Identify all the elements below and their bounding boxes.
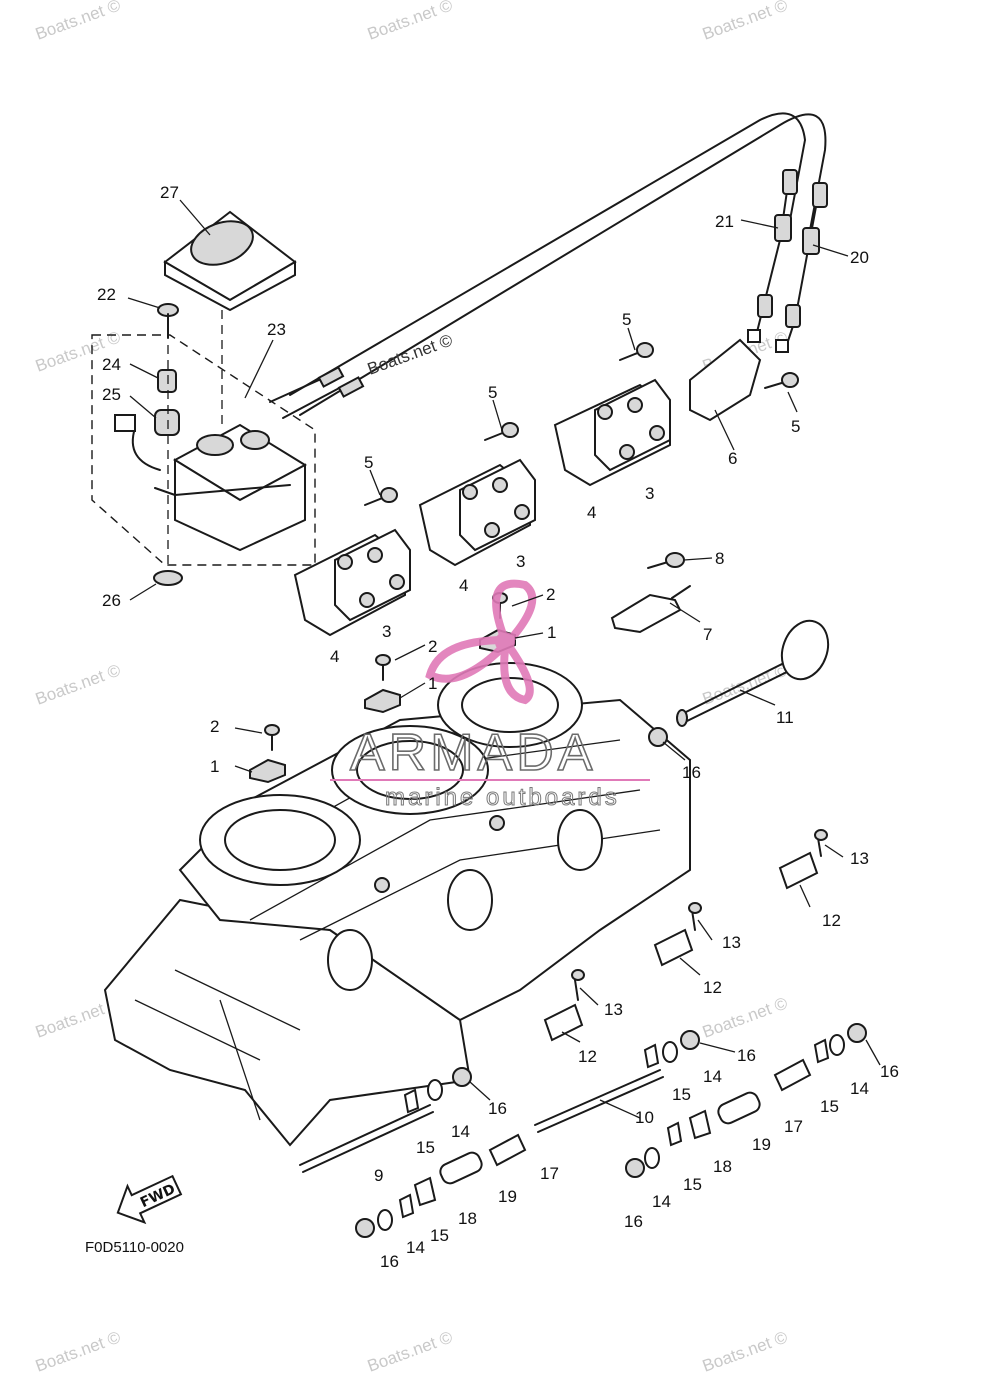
brand-watermark: ARMADA marine outboards Boats.net © [330,330,650,812]
callout-label: 16 [880,1062,899,1081]
callout-label: 15 [683,1175,702,1194]
propeller-logo-icon [425,579,537,705]
watermark-layer: Boats.net © Boats.net © Boats.net © Boat… [33,0,791,1376]
callout-label: 14 [451,1122,470,1141]
callout-label: 3 [645,484,654,503]
callout-label: 13 [722,933,741,952]
callout-label: 24 [102,355,121,374]
callout-label: 19 [752,1135,771,1154]
callout-label: 16 [488,1099,507,1118]
watermark-text: Boats.net © [700,0,791,44]
callout-label: 2 [546,585,555,604]
callout-label: 1 [210,757,219,776]
callout-label: 5 [364,453,373,472]
callout-label: 14 [406,1238,425,1257]
watermark-text: Boats.net © [365,1327,456,1375]
callout-label: 1 [547,623,556,642]
callout-label: 15 [672,1085,691,1104]
brand-name: ARMADA [350,724,596,782]
callout-label: 17 [540,1164,559,1183]
watermark-text: Boats.net © [33,0,124,44]
callout-label: 7 [703,625,712,644]
callout-label: 12 [703,978,722,997]
callout-label: 8 [715,549,724,568]
callout-label: 9 [374,1166,383,1185]
callout-label: 22 [97,285,116,304]
callout-label: 3 [516,552,525,571]
callout-label: 27 [160,183,179,202]
assembly-boundary [91,334,316,566]
callout-label: 5 [791,417,800,436]
callout-label: 20 [850,248,869,267]
solenoid-assembly [91,210,316,586]
callout-label: 13 [850,849,869,868]
callout-label: 16 [682,763,701,782]
callout-label: 13 [604,1000,623,1019]
throttle-cables [269,112,828,419]
callout-label: 14 [850,1079,869,1098]
callout-label: 16 [380,1252,399,1271]
callout-label: 15 [430,1226,449,1245]
callout-label: 25 [102,385,121,404]
center-watermark: Boats.net © [365,330,456,378]
callout-label: 4 [587,503,596,522]
callout-label: 4 [459,576,468,595]
callout-label: 2 [210,717,219,736]
callout-label: 16 [737,1046,756,1065]
callout-label: 16 [624,1212,643,1231]
callout-label: 4 [330,647,339,666]
diagram-code: F0D5110-0020 [85,1239,184,1256]
leader-lines [127,199,881,1119]
callout-label: 14 [652,1192,671,1211]
watermark-text: Boats.net © [700,1327,791,1375]
watermark-text: Boats.net © [365,0,456,44]
callout-label: 26 [102,591,121,610]
brand-tagline: marine outboards [385,784,620,811]
callout-label: 5 [488,383,497,402]
callout-label: 23 [267,320,286,339]
callout-label: 6 [728,449,737,468]
callout-label: 18 [458,1209,477,1228]
callout-label: 2 [428,637,437,656]
callout-label: 12 [578,1047,597,1066]
callout-label: 14 [703,1067,722,1086]
callout-label: 11 [776,708,794,727]
callout-label: 15 [416,1138,435,1157]
callout-label: 18 [713,1157,732,1176]
callout-label: 5 [622,310,631,329]
intake-plates [293,338,799,637]
callout-label: 19 [498,1187,517,1206]
linkage-parts [299,727,867,1238]
callout-label: 10 [635,1108,654,1127]
callout-label: 21 [715,212,734,231]
watermark-text: Boats.net © [33,660,124,708]
watermark-text: Boats.net © [700,993,791,1041]
callout-labels: 27 22 23 24 25 26 21 20 5 5 5 5 6 3 3 3 … [97,183,899,1271]
callout-label: 17 [784,1117,803,1136]
callout-label: 12 [822,911,841,930]
bolt-icon [364,342,799,506]
callout-label: 1 [428,674,437,693]
callout-label: 3 [382,622,391,641]
callout-label: 15 [820,1097,839,1116]
watermark-text: Boats.net © [33,1327,124,1375]
forward-arrow-icon: FWD [116,1174,183,1225]
